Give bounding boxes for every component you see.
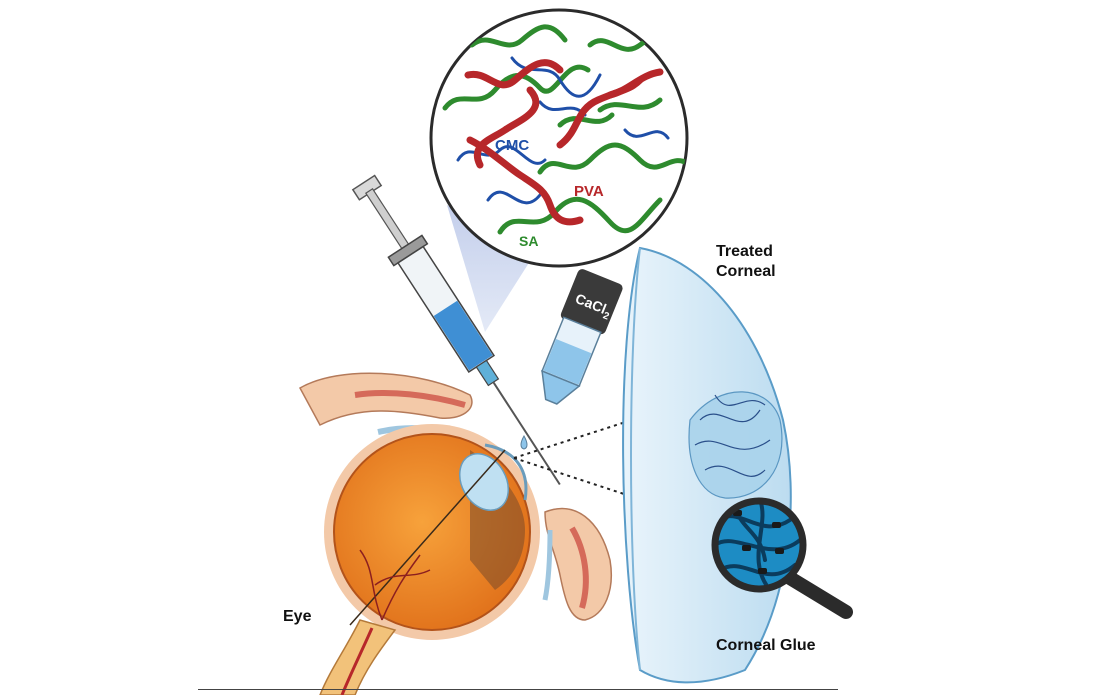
cmc-label: CMC (495, 137, 529, 154)
treated-corneal-label-line2: Corneal (716, 263, 776, 280)
corneal-glue-label: Corneal Glue (716, 637, 816, 654)
pva-label: PVA (574, 183, 604, 200)
pva-chains (464, 59, 664, 226)
cmc-chains (456, 56, 670, 205)
polymer-network-zoom: CMC PVA SA (429, 8, 689, 268)
bottom-rule (198, 689, 838, 690)
vial-icon: CaCl2 (541, 269, 623, 405)
magnifier-icon (711, 497, 853, 619)
droplet (520, 434, 528, 450)
eye-cross-section-icon (298, 372, 612, 695)
contact-lens-icon (622, 246, 792, 684)
zoom-beam (447, 205, 532, 332)
eye-label: Eye (283, 608, 312, 625)
treated-corneal-label-line1: Treated (716, 243, 773, 260)
sa-label: SA (519, 233, 538, 249)
syringe-icon (351, 174, 561, 486)
